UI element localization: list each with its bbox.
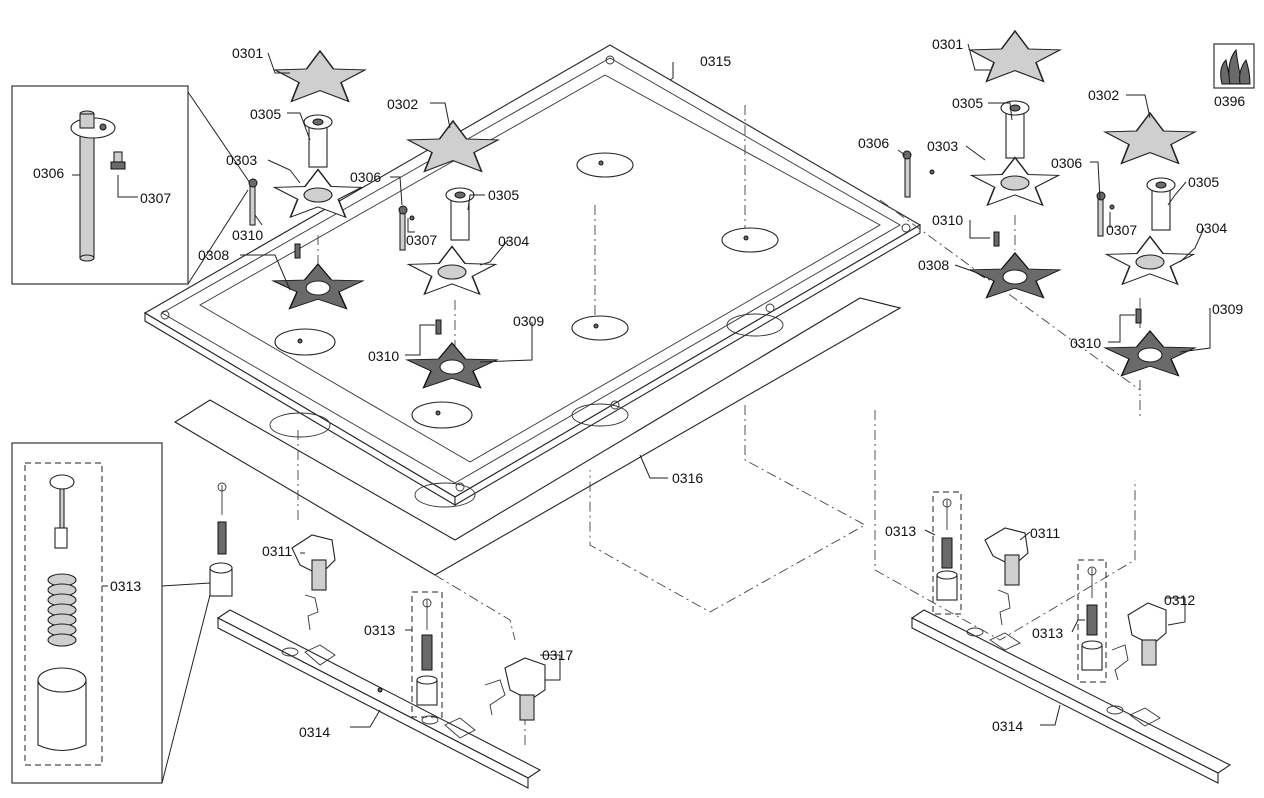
injector-0305-d [1146, 177, 1176, 231]
injector-0305-a [303, 114, 333, 168]
gas-valve-0311-left [291, 534, 336, 631]
label-0309-right: 0309 [1212, 301, 1243, 317]
burner-cap-0302-right [1104, 112, 1196, 165]
thermocouple-0306-d [1096, 191, 1115, 237]
label-0310-left-b: 0310 [368, 348, 399, 364]
gas-rail-left [216, 609, 542, 789]
label-0301-left: 0301 [232, 45, 263, 61]
label-0314-left: 0314 [299, 724, 330, 740]
label-0303-right: 0303 [927, 138, 958, 154]
label-0305-right-a: 0305 [952, 95, 983, 111]
burner-crown-0303-left [273, 168, 363, 218]
thermocouple-0306-a [248, 178, 258, 226]
valve-cylinder-left [209, 482, 233, 597]
label-0396: 0396 [1214, 93, 1245, 109]
leader-lines [240, 43, 1211, 728]
injector-0305-c [1000, 100, 1030, 159]
thermocouple-0306-c [902, 150, 935, 198]
assembly-guide-lines [297, 105, 1141, 745]
label-0301-right: 0301 [932, 36, 963, 52]
gas-valve-0312 [1111, 602, 1167, 681]
gas-valve-0317 [484, 657, 546, 721]
label-0313-right-b: 0313 [1032, 625, 1063, 641]
cooktop-plate [143, 44, 922, 576]
inset-valve-spring [11, 442, 211, 784]
screw-0310-c [993, 231, 1000, 247]
burner-crown-0304-left [407, 245, 497, 295]
label-0317: 0317 [542, 647, 573, 663]
label-0302-right: 0302 [1088, 87, 1119, 103]
screw-0310-a [294, 243, 301, 259]
burner-base-0308-left [272, 263, 364, 310]
label-0312: 0312 [1164, 592, 1195, 608]
label-0305-left-b: 0305 [488, 187, 519, 203]
burner-cap-0301-right [969, 30, 1061, 83]
label-0307-left: 0307 [406, 232, 437, 248]
label-0313-inset: 0313 [110, 578, 141, 594]
burner-crown-0303-right [970, 156, 1060, 206]
label-0306-left-b: 0306 [350, 169, 381, 185]
injector-0305-b [445, 187, 475, 241]
label-0316: 0316 [672, 470, 703, 486]
label-0304-right: 0304 [1196, 220, 1227, 236]
burner-base-0309-left [406, 342, 498, 389]
burner-cap-0301-left [274, 50, 366, 103]
burner-crown-0304-right [1105, 235, 1195, 285]
part-labels: 0301 0305 0303 0306 0307 0310 0308 0302 … [33, 36, 1245, 740]
label-0315: 0315 [700, 53, 731, 69]
label-0306-right-b: 0306 [1051, 155, 1082, 171]
label-0305-left-a: 0305 [250, 106, 281, 122]
label-0306-right-a: 0306 [858, 135, 889, 151]
label-0311-right: 0311 [1030, 525, 1060, 541]
label-0303-left: 0303 [226, 152, 257, 168]
label-0305-right-b: 0305 [1188, 174, 1219, 190]
valve-spring-0313-right-a [932, 491, 962, 615]
label-0304-left: 0304 [498, 233, 529, 249]
label-0310-left-a: 0310 [232, 227, 263, 243]
label-0308-left: 0308 [198, 247, 229, 263]
label-0313-right-a: 0313 [885, 523, 916, 539]
label-0314-right: 0314 [992, 718, 1023, 734]
label-0310-right-a: 0310 [932, 212, 963, 228]
burner-base-0308-right [969, 252, 1061, 299]
label-0310-right-b: 0310 [1070, 335, 1101, 351]
gas-flame-icon [1213, 43, 1255, 89]
screw-0310-d [1135, 308, 1142, 324]
gas-rail-right [910, 609, 1232, 784]
valve-spring-0313-right-b [1077, 559, 1107, 683]
label-0311-left: 0311 [262, 543, 292, 559]
label-0309-left: 0309 [513, 313, 544, 329]
burner-base-0309-right [1104, 330, 1196, 377]
gas-valve-0311-right [984, 527, 1029, 626]
valve-spring-0313-left [411, 591, 443, 718]
label-0307-inset: 0307 [140, 190, 171, 206]
label-0308-right: 0308 [918, 257, 949, 273]
label-0307-right: 0307 [1106, 222, 1137, 238]
screw-0310-b [435, 319, 442, 335]
thermocouple-0306-b [398, 205, 415, 251]
label-0302-left: 0302 [387, 96, 418, 112]
inset-thermocouple [11, 85, 251, 285]
label-0313-left: 0313 [364, 622, 395, 638]
label-0306-inset: 0306 [33, 165, 64, 181]
